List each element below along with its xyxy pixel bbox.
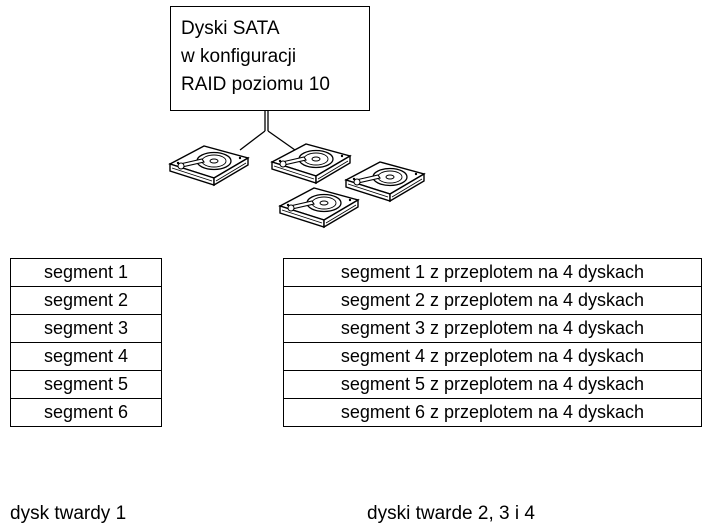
striped-segment: segment 2 z przeplotem na 4 dyskach: [283, 286, 702, 315]
raid-config-label-box: Dyski SATA w konfiguracji RAID poziomu 1…: [170, 6, 370, 111]
hard-drive-icon: [345, 161, 425, 202]
striped-segment: segment 3 z przeplotem na 4 dyskach: [283, 314, 702, 343]
striped-segment: segment 6 z przeplotem na 4 dyskach: [283, 398, 702, 427]
disk1-segment: segment 1: [10, 258, 162, 287]
disks234-segment-table: segment 1 z przeplotem na 4 dyskach segm…: [283, 258, 702, 427]
disk1-segment: segment 4: [10, 342, 162, 371]
raid-config-line: w konfiguracji: [181, 46, 297, 67]
striped-segment: segment 5 z przeplotem na 4 dyskach: [283, 370, 702, 399]
disks234-caption: dyski twarde 2, 3 i 4: [367, 503, 535, 524]
hard-drive-icon: [279, 187, 359, 228]
striped-segment: segment 1 z przeplotem na 4 dyskach: [283, 258, 702, 287]
disk1-caption: dysk twardy 1: [10, 503, 127, 524]
disk1-segment: segment 5: [10, 370, 162, 399]
disk1-segment: segment 3: [10, 314, 162, 343]
disk1-segment: segment 2: [10, 286, 162, 315]
striped-segment: segment 4 z przeplotem na 4 dyskach: [283, 342, 702, 371]
hard-drive-icon: [271, 143, 351, 184]
raid-config-line: Dyski SATA: [181, 18, 280, 39]
raid-config-line: RAID poziomu 10: [181, 74, 330, 95]
disk1-segment: segment 6: [10, 398, 162, 427]
hard-drive-icon: [169, 145, 249, 186]
connector-lines: [239, 111, 296, 151]
raid-drives-diagram: [169, 111, 425, 228]
disk1-segment-table: segment 1 segment 2 segment 3 segment 4 …: [10, 258, 162, 427]
